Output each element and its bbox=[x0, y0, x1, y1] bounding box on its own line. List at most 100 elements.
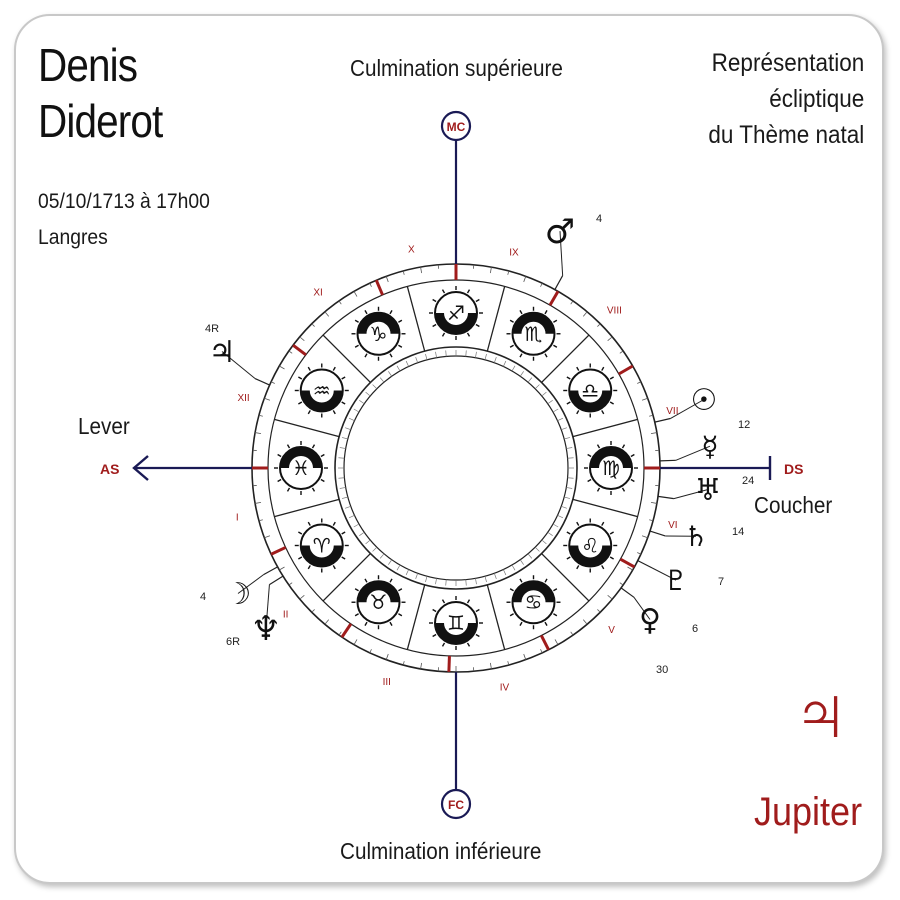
inner-tick bbox=[339, 447, 346, 449]
venus-degree: 30 bbox=[656, 664, 668, 676]
saturn-degree: 7 bbox=[718, 576, 724, 588]
chart-title: Représentation écliptique du Thème natal bbox=[708, 45, 864, 153]
inner-tick bbox=[561, 505, 568, 509]
sign-ray bbox=[364, 621, 368, 626]
scorpio-sign-glyph: ♏ bbox=[525, 322, 543, 346]
inner-tick bbox=[405, 569, 409, 576]
inner-tick bbox=[372, 546, 378, 552]
inner-tick bbox=[534, 384, 540, 390]
sign-ray bbox=[332, 366, 336, 371]
uranus-pointer bbox=[657, 495, 674, 500]
degree-tick bbox=[311, 323, 315, 327]
moon-degree: 4 bbox=[200, 591, 206, 603]
sign-ray bbox=[509, 613, 514, 617]
degree-tick bbox=[507, 661, 510, 666]
scorpio-sign-core bbox=[521, 321, 546, 346]
degree-tick bbox=[649, 414, 654, 417]
inner-tick bbox=[503, 360, 507, 367]
jupiter-glyph: ♃ bbox=[209, 335, 236, 370]
inner-tick bbox=[566, 487, 573, 489]
inner-tick bbox=[547, 531, 553, 536]
inner-tick bbox=[388, 371, 393, 377]
sign-ray bbox=[441, 642, 446, 647]
inner-tick bbox=[339, 487, 346, 489]
sign-ray bbox=[587, 453, 592, 458]
moon-pointer bbox=[263, 566, 278, 576]
inner-tick bbox=[475, 351, 477, 358]
inner-tick bbox=[435, 351, 437, 358]
degree-tick bbox=[607, 336, 613, 342]
sign-ray bbox=[596, 444, 601, 449]
degree-tick bbox=[570, 300, 574, 305]
inner-tick bbox=[353, 523, 360, 528]
gemini-sign-glyph: ♊ bbox=[447, 611, 465, 635]
degree-tick bbox=[540, 649, 543, 654]
chart-title-line-3: du Thème natal bbox=[708, 121, 864, 149]
cancer-sign-glyph: ♋ bbox=[525, 590, 543, 614]
inner-tick bbox=[567, 457, 574, 459]
sign-ray bbox=[609, 531, 614, 535]
degree-tick bbox=[385, 276, 389, 283]
inner-tick bbox=[341, 437, 348, 440]
pluto-leader bbox=[651, 567, 677, 581]
inner-tick bbox=[415, 573, 419, 580]
setting-label: Coucher bbox=[754, 492, 833, 518]
degree-tick bbox=[264, 397, 271, 401]
sign-ray bbox=[389, 353, 393, 358]
sign-divider bbox=[572, 498, 638, 518]
sign-ray bbox=[509, 588, 514, 592]
aquarius-sign-glyph: ♒ bbox=[313, 379, 331, 403]
sign-ray bbox=[298, 531, 303, 535]
house-number-V: V bbox=[608, 625, 615, 636]
sign-ray bbox=[466, 289, 471, 294]
inner-tick bbox=[557, 515, 564, 519]
sign-ray bbox=[441, 332, 446, 337]
jupiter-leader bbox=[221, 351, 256, 379]
degree-tick bbox=[649, 519, 654, 522]
sign-ray bbox=[354, 613, 359, 617]
degree-tick bbox=[507, 270, 510, 275]
first-name: Denis bbox=[38, 39, 138, 91]
sign-ray bbox=[432, 323, 437, 328]
sign-ray bbox=[553, 588, 558, 592]
sign-divider bbox=[541, 553, 590, 602]
aries-sign-glyph: ♈ bbox=[313, 534, 331, 558]
sign-divider bbox=[406, 584, 426, 650]
inner-tick bbox=[425, 576, 428, 583]
sign-ray bbox=[354, 588, 359, 592]
sign-ray bbox=[475, 323, 480, 328]
sign-divider bbox=[486, 286, 506, 352]
sign-ray bbox=[566, 556, 571, 560]
inner-tick bbox=[534, 546, 540, 552]
sun-degree: 12 bbox=[738, 419, 750, 431]
inner-tick bbox=[519, 559, 524, 565]
sign-ray bbox=[389, 621, 393, 626]
uranus-glyph: ♅ bbox=[695, 473, 722, 508]
inner-tick bbox=[503, 569, 507, 576]
sign-ray bbox=[630, 453, 635, 458]
sign-ray bbox=[587, 478, 592, 483]
inner-tick bbox=[566, 447, 573, 449]
sign-divider bbox=[322, 334, 371, 383]
degree-tick bbox=[402, 270, 405, 275]
inner-tick bbox=[527, 553, 533, 559]
aquarius-sign-core bbox=[309, 378, 334, 403]
inner-tick bbox=[465, 350, 467, 357]
libra-sign-glyph: ♎ bbox=[581, 379, 599, 403]
pisces-sign-glyph: ♓ bbox=[292, 456, 310, 480]
degree-tick bbox=[570, 631, 574, 636]
house-cusp-XI bbox=[374, 279, 384, 296]
sign-ray bbox=[389, 310, 393, 315]
degree-tick bbox=[619, 350, 624, 354]
inner-tick bbox=[338, 457, 345, 459]
degree-tick bbox=[637, 552, 642, 555]
sign-ray bbox=[298, 556, 303, 560]
degree-tick bbox=[324, 311, 330, 317]
inner-tick bbox=[445, 350, 447, 357]
gemini-sign-core bbox=[444, 611, 468, 635]
degree-tick bbox=[385, 653, 389, 660]
sign-divider bbox=[274, 498, 340, 518]
sign-ray bbox=[364, 578, 368, 583]
sign-divider bbox=[274, 418, 340, 438]
sign-ray bbox=[307, 410, 311, 415]
